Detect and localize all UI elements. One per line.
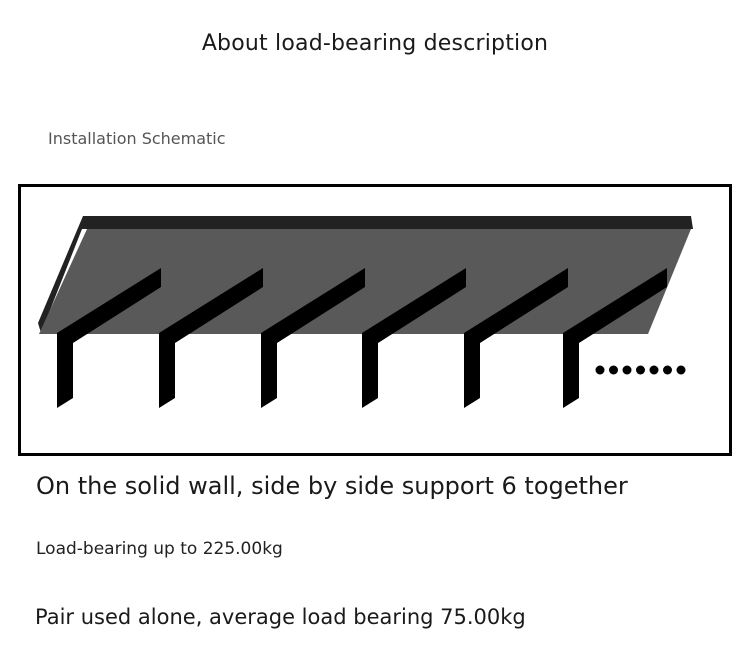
bracket: [362, 268, 466, 408]
bracket: [159, 268, 263, 408]
continuation-dots: [595, 365, 686, 375]
continuation-dot: [609, 365, 618, 375]
continuation-dot: [676, 365, 686, 375]
brackets: [57, 268, 667, 408]
schematic-drawing: [38, 216, 693, 408]
continuation-dot: [663, 365, 672, 375]
continuation-dot: [649, 365, 659, 375]
shelf-edge: [38, 216, 693, 333]
diagram-caption: Installation Schematic: [48, 129, 226, 148]
pair-load-text: Pair used alone, average load bearing 75…: [35, 605, 526, 629]
page-title: About load-bearing description: [201, 31, 549, 56]
continuation-dot: [636, 365, 645, 375]
installation-schematic: [18, 184, 732, 456]
max-load-text: Load-bearing up to 225.00kg: [36, 539, 283, 559]
continuation-dot: [595, 365, 605, 375]
bracket: [57, 268, 161, 408]
bracket: [261, 268, 365, 408]
bracket: [464, 268, 568, 408]
continuation-dot: [622, 365, 632, 375]
bracket: [563, 268, 667, 408]
support-count-text: On the solid wall, side by side support …: [36, 472, 628, 500]
